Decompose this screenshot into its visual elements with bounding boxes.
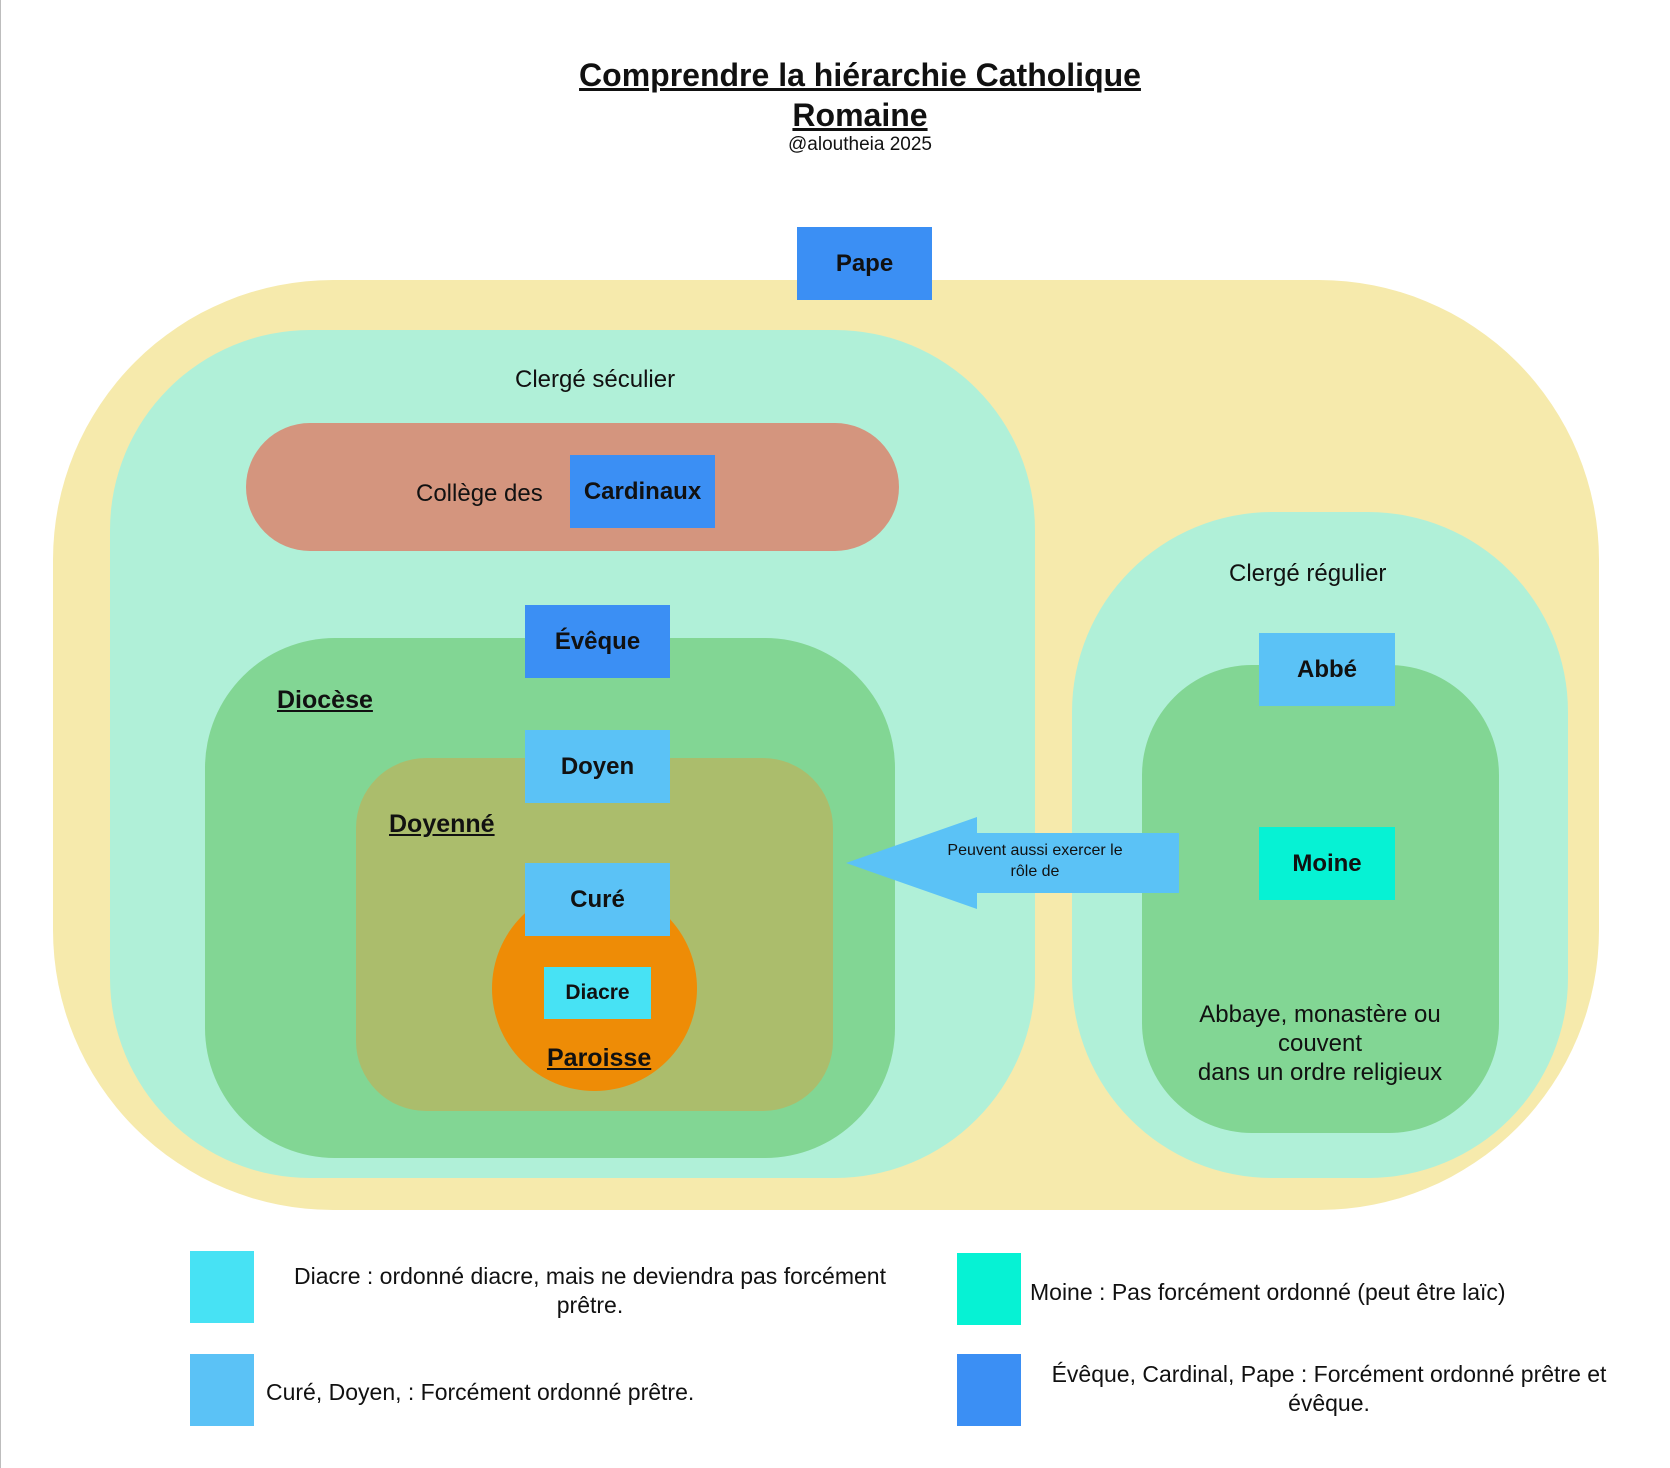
- title-line-1: Comprendre la hiérarchie Catholique: [579, 57, 1141, 93]
- title-line-2: Romaine: [792, 97, 928, 133]
- legend-text-diacre: Diacre : ordonné diacre, mais ne deviend…: [250, 1262, 930, 1320]
- abbey-caption-line-2: couvent: [1277, 1030, 1363, 1057]
- legend-swatch-cure-doyen: [190, 1354, 254, 1426]
- legend-swatch-eveque: [957, 1354, 1021, 1426]
- abbey-caption: Abbaye, monastère ou couvent dans un ord…: [1160, 1000, 1480, 1087]
- legend-diacre-line-1: Diacre : ordonné diacre, mais ne deviend…: [294, 1263, 886, 1289]
- doyen-box: Doyen: [525, 730, 670, 803]
- abbey-caption-line-3: dans un ordre religieux: [1197, 1059, 1443, 1086]
- legend-text-moine: Moine : Pas forcément ordonné (peut être…: [1030, 1279, 1506, 1305]
- college-des-label: Collège des: [416, 480, 543, 507]
- abbey-caption-line-1: Abbaye, monastère ou: [1199, 1001, 1441, 1028]
- page-subtitle: @aloutheia 2025: [788, 134, 932, 155]
- arrow-text-line-1: Peuvent aussi exercer le: [947, 842, 1123, 859]
- deanery-label: Doyenné: [389, 810, 495, 838]
- regular-clergy-label: Clergé régulier: [1229, 560, 1387, 587]
- parish-label: Paroisse: [547, 1044, 652, 1072]
- legend-text-cure-doyen: Curé, Doyen, : Forcément ordonné prêtre.: [266, 1379, 695, 1405]
- legend-swatch-diacre: [190, 1251, 254, 1323]
- arrow-text-line-2: rôle de: [1010, 863, 1060, 880]
- legend-text-eveque: Évêque, Cardinal, Pape : Forcément ordon…: [1024, 1360, 1634, 1418]
- legend-eveque-line-2: évêque.: [1288, 1390, 1370, 1416]
- cardinaux-box: Cardinaux: [570, 455, 715, 528]
- moine-box: Moine: [1259, 827, 1395, 900]
- secular-clergy-label: Clergé séculier: [515, 366, 676, 393]
- role-arrow-text: Peuvent aussi exercer le rôle de: [920, 840, 1150, 882]
- diacre-box: Diacre: [544, 967, 651, 1019]
- role-arrow: [846, 817, 1179, 909]
- page-left-border: [0, 0, 1, 1468]
- eveque-box: Évêque: [525, 605, 670, 678]
- legend-diacre-line-2: prêtre.: [556, 1292, 624, 1318]
- legend-eveque-line-1: Évêque, Cardinal, Pape : Forcément ordon…: [1051, 1361, 1607, 1387]
- pape-box: Pape: [797, 227, 932, 300]
- cure-box: Curé: [525, 863, 670, 936]
- role-arrow-shape: [846, 817, 1179, 909]
- legend-swatch-moine: [957, 1253, 1021, 1325]
- abbe-box: Abbé: [1259, 633, 1395, 706]
- page-title: Comprendre la hiérarchie Catholique Roma…: [0, 55, 1670, 135]
- diocese-label: Diocèse: [277, 686, 373, 714]
